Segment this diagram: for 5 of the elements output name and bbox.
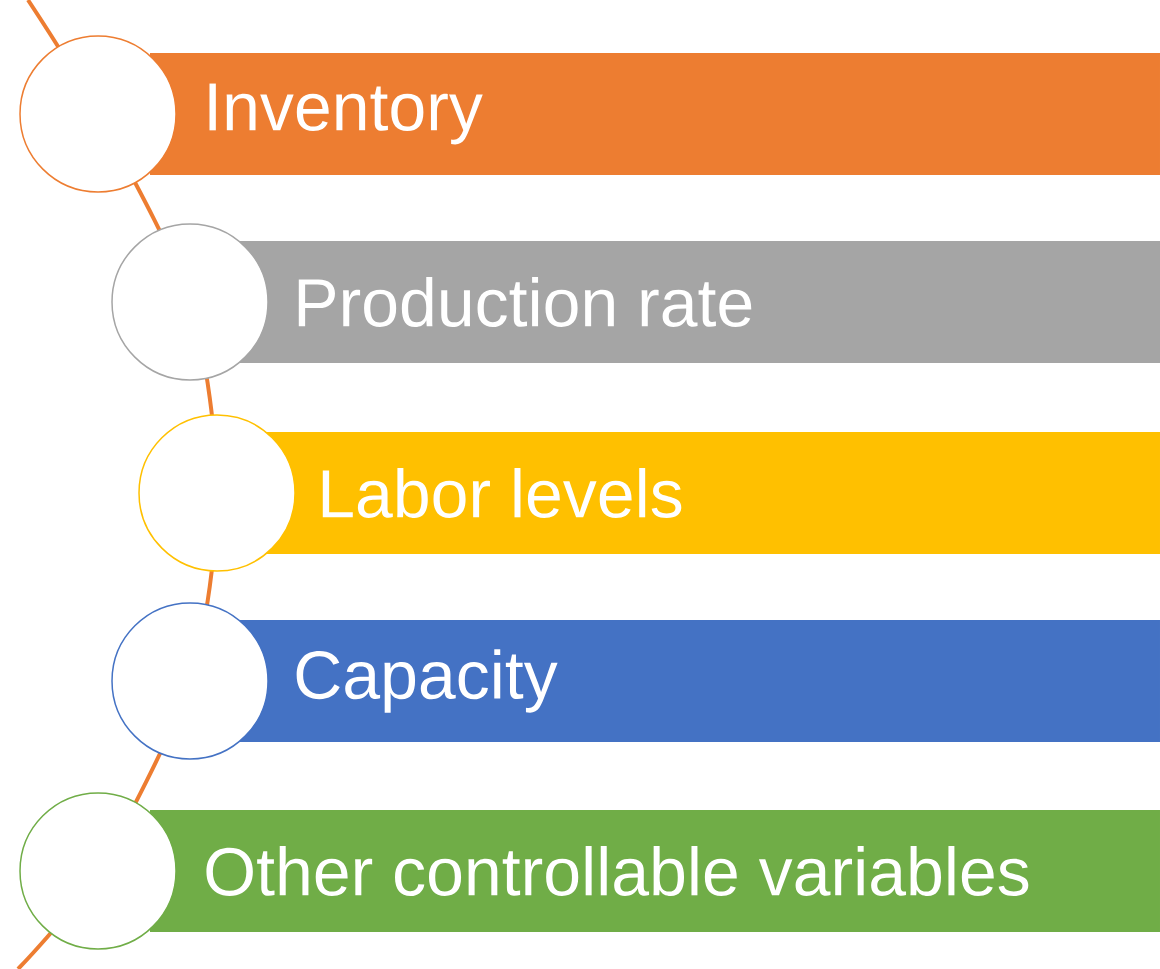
- circle-bar: Inventory: [19, 35, 1160, 193]
- circle-bar: Production rate: [111, 223, 1160, 381]
- circle-bar: Other controllable variables: [19, 792, 1160, 950]
- circle-bar: Capacity: [111, 602, 1160, 760]
- circle-bar: Labor levels: [138, 414, 1160, 572]
